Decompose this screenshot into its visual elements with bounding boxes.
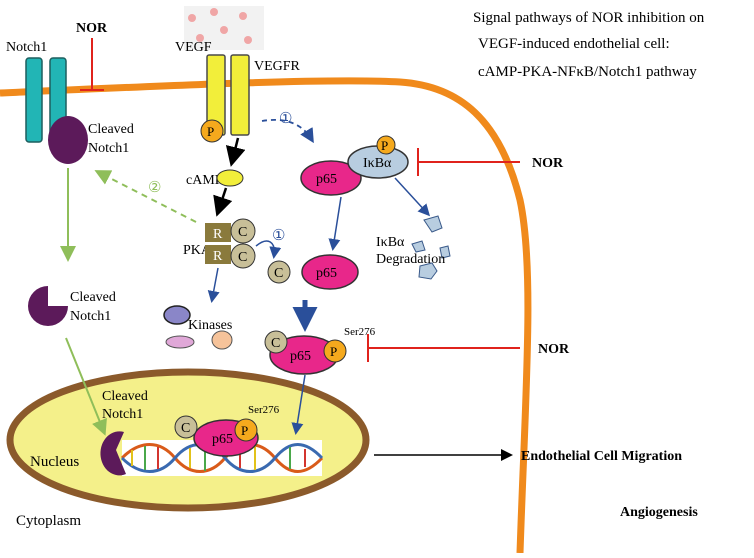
pka-c-top-label: C xyxy=(238,225,247,240)
step-1-ikba: ① xyxy=(279,111,292,127)
step-2: ② xyxy=(148,180,161,196)
title-line-2: VEGF-induced endothelial cell: xyxy=(478,36,670,52)
arrow-camp-pka xyxy=(213,187,233,217)
notch1-label-1: Notch1 xyxy=(88,141,129,156)
cleaved-label-3: Cleaved xyxy=(102,389,148,404)
arrow-pka-release-c xyxy=(255,240,282,259)
pka-c-top xyxy=(230,218,256,244)
arrow-ikba-degradation xyxy=(394,177,431,217)
p65-phospho-p xyxy=(323,339,347,363)
pka-r-bottom-label: R xyxy=(213,249,223,264)
ser276-label-nucleus: Ser276 xyxy=(248,404,280,416)
camp-molecule xyxy=(216,169,244,187)
p65-phospho-c-label: C xyxy=(271,336,280,351)
migration-label: Endothelial Cell Migration xyxy=(521,449,682,464)
p65-phospho-p-label: P xyxy=(330,344,337,359)
camp-label: cAMP xyxy=(186,173,223,188)
vegf-label: VEGF xyxy=(175,40,212,55)
step-1-pka: ① xyxy=(272,228,285,244)
p65-free-label: p65 xyxy=(316,266,337,281)
vegfr-phospho xyxy=(200,119,224,143)
ikba-phospho-label: P xyxy=(381,138,388,153)
ikba-degradation-label-2: Degradation xyxy=(376,252,445,267)
pka-r-bottom xyxy=(205,245,231,264)
ikba-fragments xyxy=(411,215,451,280)
pka-r-top xyxy=(205,223,231,242)
p65-complex xyxy=(300,160,362,196)
p65-phospho-label: p65 xyxy=(290,349,311,364)
title-line-1: Signal pathways of NOR inhibition on xyxy=(473,10,705,26)
p65-nucleus-c-label: C xyxy=(181,421,190,436)
arrow-vegfr-camp xyxy=(225,137,246,167)
pka-label: PKA xyxy=(183,243,212,258)
free-c-label: C xyxy=(274,266,283,281)
arrow-p65-nucleus xyxy=(291,374,306,435)
arrow-dashed-vegfr-ikba xyxy=(261,118,314,144)
vegfr-phospho-label: P xyxy=(207,124,214,139)
ser276-label-cyto: Ser276 xyxy=(344,326,376,338)
ikba-phospho xyxy=(376,135,396,155)
p65-nucleus-p-label: P xyxy=(241,423,248,438)
cleaved-notch1-cytoplasm xyxy=(28,286,68,326)
nor-label-p65: NOR xyxy=(538,342,570,357)
kinase-purple xyxy=(163,305,191,325)
cytoplasm-label: Cytoplasm xyxy=(16,513,81,529)
cleaved-label-1: Cleaved xyxy=(88,122,134,137)
vegfr-label: VEGFR xyxy=(254,59,301,74)
p65-free xyxy=(301,254,359,290)
notch1-label-3: Notch1 xyxy=(102,407,143,422)
ikba-degradation-label-1: IκBα xyxy=(376,235,405,250)
cleaved-notch1-membrane xyxy=(48,116,88,164)
title-line-3: cAMP-PKA-NFκB/Notch1 pathway xyxy=(478,64,697,80)
nucleus-label: Nucleus xyxy=(30,454,79,470)
arrow-p65-release xyxy=(328,196,342,251)
kinase-pink xyxy=(165,335,195,349)
pka-c-bottom xyxy=(230,243,256,269)
cleaved-label-2: Cleaved xyxy=(70,290,116,305)
notch1-label-2: Notch1 xyxy=(70,309,111,324)
ikba-complex-label: IκBα xyxy=(363,156,392,171)
kinase-orange xyxy=(211,330,233,350)
arrow-notch-nucleus xyxy=(65,337,107,436)
vegfr-right xyxy=(230,54,250,136)
pka-r-top-label: R xyxy=(213,227,223,242)
p65-nucleus-c xyxy=(174,415,198,439)
nor-label-ikba: NOR xyxy=(532,156,564,171)
arrow-dashed-pka-notch xyxy=(94,170,197,223)
vegf-molecules xyxy=(188,8,252,44)
p65-complex-label: p65 xyxy=(316,172,337,187)
nor-label-notch: NOR xyxy=(76,21,108,36)
angiogenesis-label: Angiogenesis xyxy=(620,505,698,520)
p65-nucleus-p xyxy=(234,418,258,442)
p65-nucleus-label: p65 xyxy=(212,432,233,447)
notch1-label: Notch1 xyxy=(6,40,47,55)
arrow-pka-kinases xyxy=(207,267,220,303)
p65-phospho-c xyxy=(264,330,288,354)
kinases-label: Kinases xyxy=(188,318,232,333)
free-c-subunit xyxy=(267,260,291,284)
pka-c-bottom-label: C xyxy=(238,250,247,265)
cleaved-notch1-nucleus xyxy=(100,431,126,476)
notch1-receptor-left xyxy=(25,57,43,143)
